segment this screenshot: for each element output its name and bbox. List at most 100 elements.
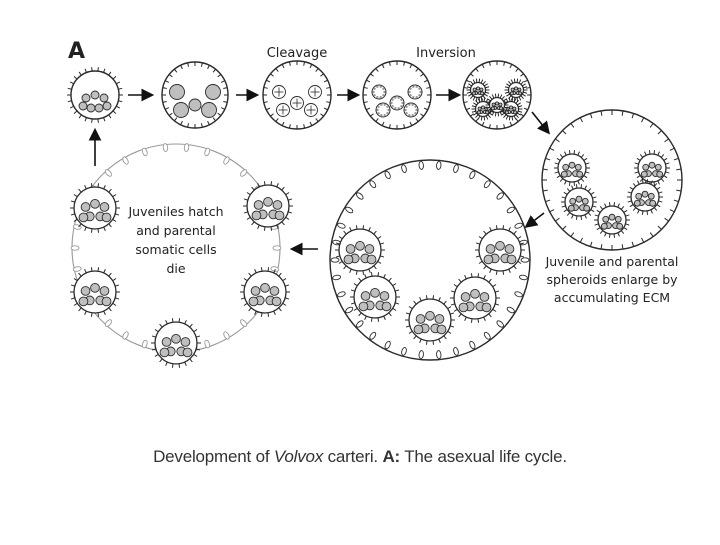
spheroid-post-inversion — [463, 61, 531, 129]
gonidium — [519, 92, 522, 95]
somatic-cell — [614, 202, 615, 206]
embryo-cell — [387, 109, 389, 111]
somatic-cell — [74, 76, 77, 79]
gonidium — [102, 297, 111, 306]
gonidium — [437, 325, 446, 334]
gonidium — [491, 107, 494, 110]
gonidium — [91, 91, 99, 99]
gonidium — [261, 283, 270, 292]
gonidium — [344, 255, 353, 264]
somatic-cell — [104, 117, 105, 121]
embryo-cell — [415, 86, 417, 88]
gonidium — [382, 302, 391, 311]
embryo-cell — [400, 105, 402, 107]
somatic-cell — [194, 354, 197, 356]
gonidium — [472, 92, 475, 95]
enlarge-line-1: Juvenile and parental — [545, 254, 679, 269]
embryo-cell — [380, 114, 382, 116]
somatic-cell — [74, 111, 77, 114]
somatic-cell — [264, 181, 265, 185]
somatic-cell — [481, 98, 482, 102]
somatic-cell — [288, 199, 292, 200]
gonidium — [505, 111, 508, 114]
somatic-cell — [581, 216, 582, 220]
gonidium — [82, 94, 90, 102]
somatic-cell — [433, 295, 434, 299]
somatic-cell — [503, 225, 504, 229]
hatch-line-3: somatic cells — [135, 242, 216, 257]
gonidium — [79, 102, 87, 110]
somatic-cell — [190, 359, 193, 362]
arrow-5 — [532, 112, 548, 132]
somatic-cell — [471, 319, 472, 323]
somatic-cell — [517, 79, 518, 83]
somatic-cell — [70, 82, 74, 84]
somatic-cell — [79, 189, 82, 192]
gonidium — [254, 201, 263, 210]
figure-caption: Development of Volvox carteri. A: The as… — [0, 447, 720, 467]
somatic-cell — [509, 116, 510, 120]
somatic-cell — [166, 362, 168, 366]
gonidium — [476, 87, 479, 90]
gonidium — [577, 171, 583, 177]
gonidium — [484, 255, 493, 264]
somatic-cell — [363, 225, 364, 229]
somatic-cell — [116, 106, 120, 108]
embryo-cell — [408, 114, 410, 116]
embryo-cell — [397, 107, 399, 109]
somatic-cell — [495, 112, 496, 116]
somatic-cell — [71, 246, 79, 250]
gonidium — [380, 292, 389, 301]
gonidium — [270, 287, 279, 296]
gonidium — [642, 191, 648, 197]
somatic-cell — [184, 143, 189, 151]
hatch-line-1: Juveniles hatch — [127, 204, 223, 219]
somatic-cell — [179, 318, 180, 322]
enlarge-line-3: accumulating ECM — [554, 290, 670, 305]
gonidium — [480, 293, 489, 302]
gonidium — [183, 348, 192, 357]
gonidium — [473, 88, 476, 91]
embryo-cell — [379, 86, 381, 88]
gonidium — [617, 223, 623, 229]
spheroid-cleavage — [263, 61, 331, 129]
somatic-cell — [282, 187, 285, 190]
somatic-cell — [271, 181, 272, 185]
somatic-cell — [286, 217, 289, 219]
caption-genus: Volvox — [274, 447, 323, 466]
hatch-line-4: die — [166, 261, 185, 276]
gonidium — [655, 164, 661, 170]
gonidium — [514, 111, 517, 114]
somatic-cell — [71, 285, 75, 286]
embryo-cell — [394, 97, 396, 99]
somatic-cell — [331, 258, 339, 262]
gonidium — [495, 102, 498, 105]
somatic-cell — [118, 88, 122, 89]
gonidium — [514, 87, 517, 90]
somatic-cell — [98, 229, 99, 233]
somatic-cell — [649, 150, 650, 154]
inversion-label: Inversion — [416, 46, 476, 61]
gonidium — [643, 164, 649, 170]
somatic-cell — [71, 298, 75, 299]
somatic-cell — [495, 94, 496, 98]
embryo-cell — [408, 91, 410, 93]
gonidium — [361, 292, 370, 301]
embryo-cell — [373, 88, 375, 90]
gonidium — [100, 94, 108, 102]
gonidium — [568, 205, 574, 211]
somatic-cell — [155, 354, 158, 356]
somatic-cell — [371, 272, 372, 276]
somatic-cell — [74, 194, 77, 196]
embryo-cell — [377, 112, 379, 114]
caption-rest: The asexual life cycle. — [400, 447, 567, 466]
gonidium — [582, 198, 588, 204]
embryo-cell — [412, 86, 414, 88]
somatic-cell — [647, 179, 648, 183]
embryo-cell — [418, 94, 420, 96]
embryo-cell — [411, 104, 413, 106]
somatic-cell — [271, 227, 272, 231]
somatic-cell — [286, 192, 289, 194]
somatic-cell — [419, 350, 424, 358]
hatch-line-2: and parental — [136, 223, 216, 238]
